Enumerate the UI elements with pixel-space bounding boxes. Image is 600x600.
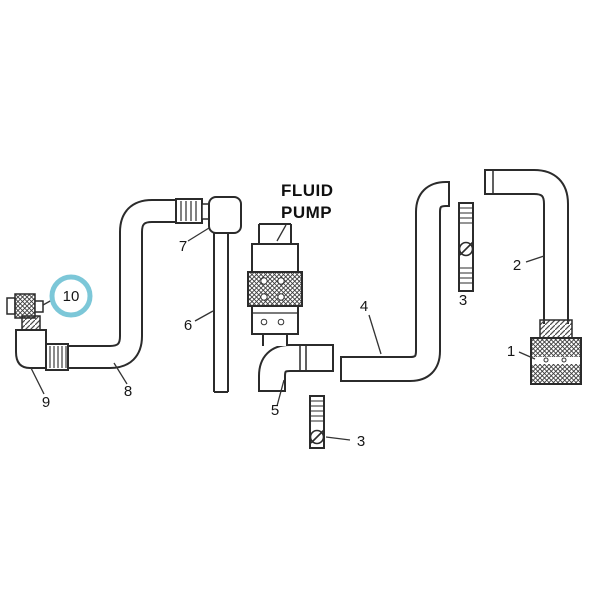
highlight-ring-part-10 (49, 274, 93, 318)
callout-2: 2 (513, 257, 521, 274)
callout-7: 7 (179, 238, 187, 255)
callout-3-upper: 3 (459, 292, 467, 309)
fluid-pump-body (247, 223, 303, 346)
part-10-fitting (6, 293, 44, 319)
hose-clamp-icon (309, 429, 325, 445)
part-3-upper-hose (458, 202, 474, 292)
callout-8: 8 (124, 383, 132, 400)
part-1-fitting (530, 319, 582, 385)
part-7-fitting (175, 196, 242, 234)
callout-4: 4 (360, 298, 368, 315)
fluid-pump-label-line1: FLUID (281, 181, 334, 200)
part-6-tube (213, 230, 229, 393)
part-5-elbow-tube (258, 344, 334, 392)
part-9-elbow-fitting (15, 315, 69, 371)
part-3-lower-hose (309, 395, 325, 449)
hose-clamp-icon (458, 241, 474, 257)
fluid-pump-label-line2: PUMP (281, 203, 332, 222)
callout-5: 5 (271, 402, 279, 419)
part-8-tube (64, 199, 178, 369)
callout-9: 9 (42, 394, 50, 411)
leader-lines (30, 224, 545, 441)
part-4-tube (340, 181, 450, 382)
part-2-tube (484, 169, 569, 324)
callout-1: 1 (507, 343, 515, 360)
callout-3-lower: 3 (357, 433, 365, 450)
callout-10: 10 (63, 288, 80, 305)
callout-6: 6 (184, 317, 192, 334)
